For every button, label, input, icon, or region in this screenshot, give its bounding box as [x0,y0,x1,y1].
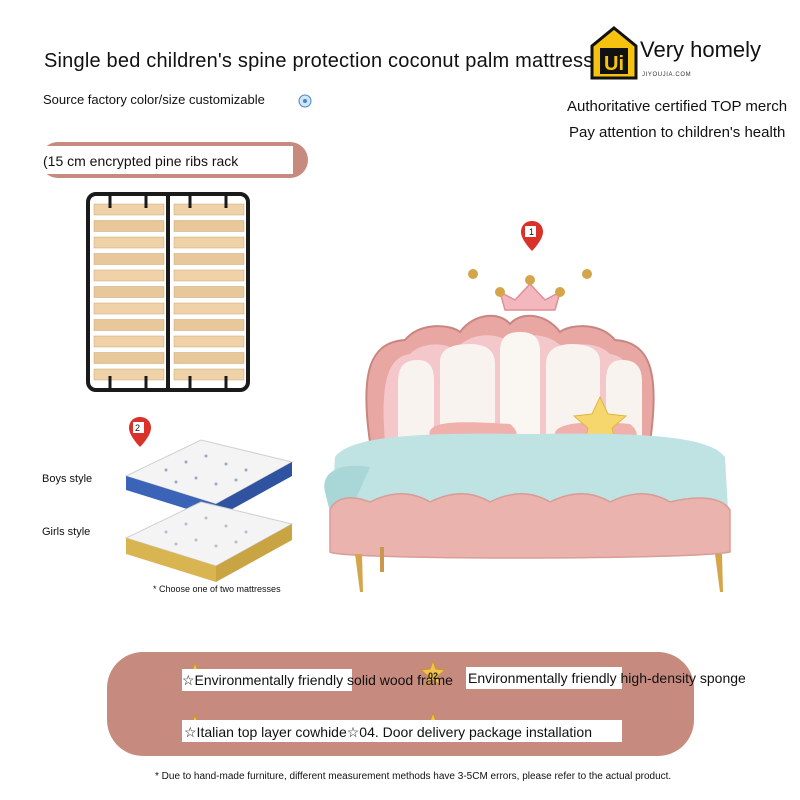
marker-1-label: 1 [529,227,534,237]
crown-bed-image [324,269,731,592]
brand-name: Very homely [640,37,762,62]
rack-slat [173,253,245,265]
rack-slat [173,220,245,232]
feature-1-box [182,669,352,691]
rack-slat [93,286,165,298]
brand-tagline-1: Authoritative certified TOP merch [567,98,788,115]
girls-style-label: Girls style [42,526,91,538]
rack-slat [173,302,245,315]
girls-mattress-image [124,501,294,582]
rack-slat [93,236,165,249]
feature-1-text: ☆Environmentally friendly solid wood fra… [182,672,453,688]
info-bubble-icon [298,94,312,108]
rack-slat [93,220,165,232]
rack-slat [93,253,165,265]
rack-slat [173,352,245,364]
rack-slat [93,203,165,216]
boys-style-label: Boys style [42,473,93,485]
rack-slat [93,269,165,282]
feature-star-icon: 02 [420,660,446,686]
location-marker-1-icon: 1 [521,221,543,251]
feature-02-badge: 02 [428,671,438,681]
rack-label: (15 cm encrypted pine ribs rack [43,153,239,169]
rack-slat [93,335,165,348]
feature-3-box [182,720,622,742]
rack-slat [173,368,245,381]
page-title: Single bed children's spine protection c… [44,50,594,72]
mattress-note: * Choose one of two mattresses [153,584,281,594]
rack-slat [173,335,245,348]
rack-slat [173,319,245,331]
footnote: * Due to hand-made furniture, different … [155,771,672,782]
rack-label-box [40,146,293,174]
subtitle: Source factory color/size customizable [43,92,265,107]
rack-slat [93,352,165,364]
rack-slat [173,203,245,216]
rack-slat [173,236,245,249]
rack-slat [93,302,165,315]
slat-rack-image [86,192,250,392]
brand-url: JIYOUJIA.COM [642,72,692,78]
brand-tagline-2: Pay attention to children's health [569,124,786,141]
feature-2-text: Environmentally friendly high-density sp… [468,670,746,686]
marker-2-label: 2 [135,423,140,433]
location-marker-2-icon: 2 [129,417,151,447]
rack-slat [93,319,165,331]
rack-slat [173,286,245,298]
feature-3-text: ☆Italian top layer cowhide☆04. Door deli… [184,724,592,740]
logo-letter: Ui [604,53,624,75]
rack-slat [93,368,165,381]
brand-logo-icon: Ui [590,26,638,80]
rack-slat [173,269,245,282]
feature-2-box [466,667,622,689]
